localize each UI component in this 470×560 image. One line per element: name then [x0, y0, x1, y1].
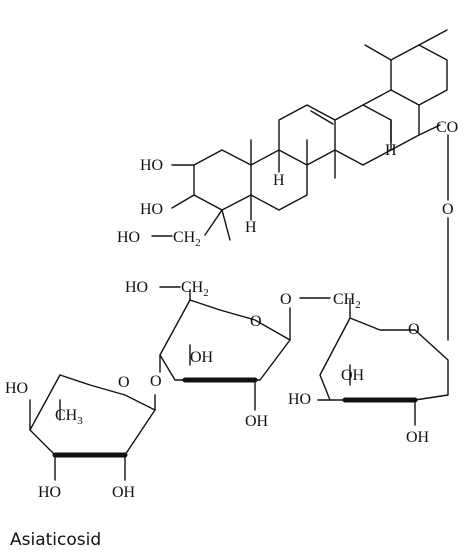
label-ch2-glc2: CH2 — [181, 279, 209, 299]
double-bond — [310, 110, 334, 125]
label-ho-ch2-c4: HO — [117, 229, 140, 246]
label-ho-ch2-glc2: HO — [125, 279, 148, 296]
ring-b — [250, 149, 308, 211]
c3-oh-bond — [171, 194, 195, 209]
label-oh-glc2-a: OH — [190, 349, 214, 366]
label-oh-glc1-b: OH — [406, 429, 430, 446]
label-ch2-c4: CH2 — [173, 229, 201, 249]
label-ho-glc1: HO — [288, 391, 311, 408]
ring-e-top — [390, 44, 448, 106]
label-ch2-glc1: CH2 — [333, 291, 361, 311]
label-oh-glc2-b: OH — [245, 413, 269, 430]
ester-bond — [418, 124, 441, 136]
label-oh-rha-bottom: OH — [112, 484, 136, 501]
methyl-c19 — [364, 44, 392, 61]
label-o-ring-glc1: O — [408, 321, 420, 338]
label-ho-rha-bottom: HO — [38, 484, 61, 501]
glc1-ring — [319, 317, 449, 401]
glc2-ring — [159, 299, 291, 381]
ring-d — [334, 104, 392, 166]
ring-c — [278, 104, 336, 166]
label-h-c9: H — [273, 172, 285, 189]
label-co-ester: CO — [436, 119, 458, 136]
atom-labels: HO HO HO CH2 H H H CO O HO CH2 O OH OH O… — [5, 119, 458, 501]
label-ho-c3: HO — [140, 201, 163, 218]
compound-name-caption: Asiaticosid — [10, 530, 102, 550]
c4-ch2 — [204, 209, 223, 236]
glucose-2 — [159, 286, 291, 411]
label-ho-c2: HO — [140, 157, 163, 174]
ring-a — [193, 149, 252, 211]
methyl-c20 — [418, 29, 448, 46]
label-o-ring-glc2: O — [250, 313, 262, 330]
c4-methyl — [221, 209, 231, 241]
label-h-c5: H — [245, 219, 257, 236]
label-ho-rha: HO — [5, 380, 28, 397]
glucose-1 — [299, 297, 449, 426]
label-h-c18: H — [385, 142, 397, 159]
asiaticoside-structure: HO HO HO CH2 H H H CO O HO CH2 O OH OH O… — [5, 29, 458, 501]
rha-ring — [29, 374, 156, 456]
label-o-bridge-glc: O — [280, 291, 292, 308]
label-o-rha-glc2: O — [150, 373, 162, 390]
label-ch3-rha: CH3 — [55, 407, 83, 427]
label-oh-glc1-a: OH — [341, 367, 365, 384]
rhamnose — [29, 374, 156, 481]
label-o-link: O — [442, 201, 454, 218]
triterpene-skeleton — [151, 29, 449, 341]
label-o-ring-rha: O — [118, 374, 130, 391]
